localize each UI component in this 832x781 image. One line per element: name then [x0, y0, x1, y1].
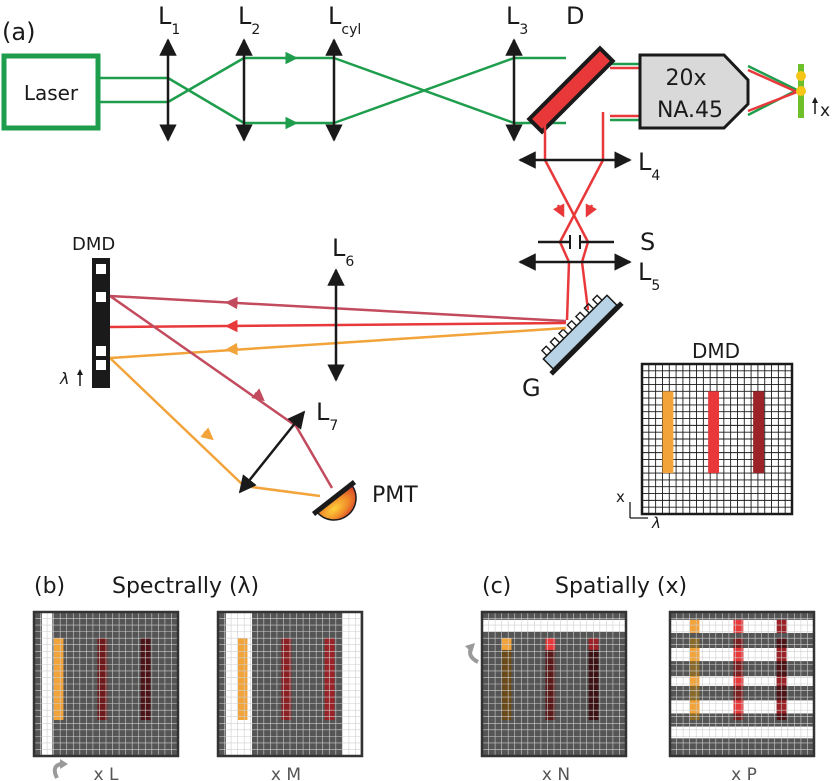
panel-label-a: (a)	[2, 18, 35, 46]
emission-stripe-highlight	[689, 676, 700, 686]
objective-magnification: 20x	[665, 66, 706, 91]
laser-label: Laser	[24, 81, 79, 105]
label-l5: L5	[638, 258, 660, 294]
caption-x-p: x P	[731, 765, 757, 781]
emission-stripe-highlight	[501, 638, 512, 650]
beam-arrow	[225, 342, 239, 356]
emission-stripe-highlight	[588, 638, 599, 650]
beam-arrow	[553, 203, 565, 218]
emission-stripe-highlight	[733, 648, 744, 662]
inset-y-label: x	[616, 488, 625, 506]
emission-stripe-highlight	[776, 648, 787, 662]
dichroic-mirror	[526, 45, 616, 135]
emission-stripe-highlight	[689, 648, 700, 662]
repeat-icon	[52, 762, 62, 779]
beam-arrow	[251, 388, 265, 402]
emission-stripe-highlight	[689, 700, 700, 714]
label-l1: L1	[158, 2, 180, 38]
inset-stripe-orange	[662, 391, 674, 474]
beam-crimson	[109, 294, 567, 323]
beam-red	[109, 321, 567, 329]
pattern-frame	[32, 610, 180, 758]
beam-arrow	[200, 427, 214, 441]
inset-stripe-dark	[753, 391, 765, 474]
pattern-frame	[668, 610, 816, 758]
sample-axis-label: x	[820, 101, 830, 121]
beam-arrow	[585, 203, 597, 218]
label-l6: L6	[332, 234, 354, 270]
emission-stripe-highlight	[733, 676, 744, 686]
dmd-device	[92, 258, 110, 388]
repeat-icon-head	[60, 759, 68, 769]
sample-point	[796, 71, 806, 81]
label-l7: L7	[316, 398, 338, 434]
inset-x-label: λ	[651, 514, 661, 532]
label-lcyl: Lcyl	[328, 2, 361, 38]
sample-point	[796, 86, 806, 96]
lens-l7	[238, 410, 306, 494]
dmd-axis-label: λ	[59, 369, 69, 388]
beam-reflected-orange	[109, 357, 321, 498]
label-dichroic: D	[566, 2, 584, 30]
pattern-frame	[480, 610, 628, 758]
emission-stripe-highlight	[776, 676, 787, 686]
dmd-axis-arrowhead	[77, 369, 83, 375]
label-l2: L2	[238, 2, 260, 38]
emission-stripe	[140, 638, 151, 720]
pattern-spatial-single	[480, 610, 628, 758]
emission-stripe-highlight	[733, 700, 744, 714]
label-dmd: DMD	[72, 234, 115, 255]
inset-dmd-grid	[640, 362, 794, 516]
panel-label-b: (b)	[34, 574, 65, 599]
pattern-spectral-multi	[216, 610, 364, 758]
x-axis-arrowhead	[812, 97, 818, 103]
emission-stripe	[281, 638, 292, 720]
mode-title-spatial: Spatially (x)	[555, 574, 687, 599]
inset-title: DMD	[692, 339, 740, 363]
emission-stripe-highlight	[545, 638, 556, 650]
label-l3: L3	[506, 2, 528, 38]
repeat-icon-head	[465, 643, 475, 653]
label-l4: L4	[638, 148, 660, 184]
inset-stripe-red	[708, 391, 720, 474]
label-pmt: PMT	[372, 483, 418, 508]
label-slit: S	[640, 228, 655, 256]
diffraction-grating	[540, 294, 624, 376]
pmt-detector	[311, 480, 357, 521]
emission-stripe	[237, 638, 248, 720]
emission-stripe-highlight	[733, 619, 744, 633]
pattern-spatial-multi	[668, 610, 816, 758]
label-grating: G	[522, 374, 541, 402]
caption-x-n: x N	[542, 765, 570, 781]
caption-x-l: x L	[94, 765, 119, 781]
emission-stripe-highlight	[689, 619, 700, 633]
pattern-spectral-single	[32, 610, 180, 758]
emission-stripe	[97, 638, 108, 720]
emission-stripe-highlight	[776, 700, 787, 714]
emission-stripe	[501, 638, 512, 720]
pattern-frame	[216, 610, 364, 758]
panel-label-c: (c)	[482, 574, 511, 599]
emission-beam-path	[610, 66, 798, 118]
objective-lens	[638, 53, 750, 130]
laser-box	[1, 53, 101, 131]
caption-x-m: x M	[271, 765, 301, 781]
emission-stripe	[53, 638, 64, 720]
emission-stripe-highlight	[776, 619, 787, 633]
emission-stripe	[545, 638, 556, 720]
objective-na: NA.45	[657, 98, 723, 123]
emission-stripe	[588, 638, 599, 720]
detection-beam	[543, 112, 605, 321]
emission-stripe	[324, 638, 335, 720]
mode-title-spectral: Spectrally (λ)	[112, 574, 259, 599]
